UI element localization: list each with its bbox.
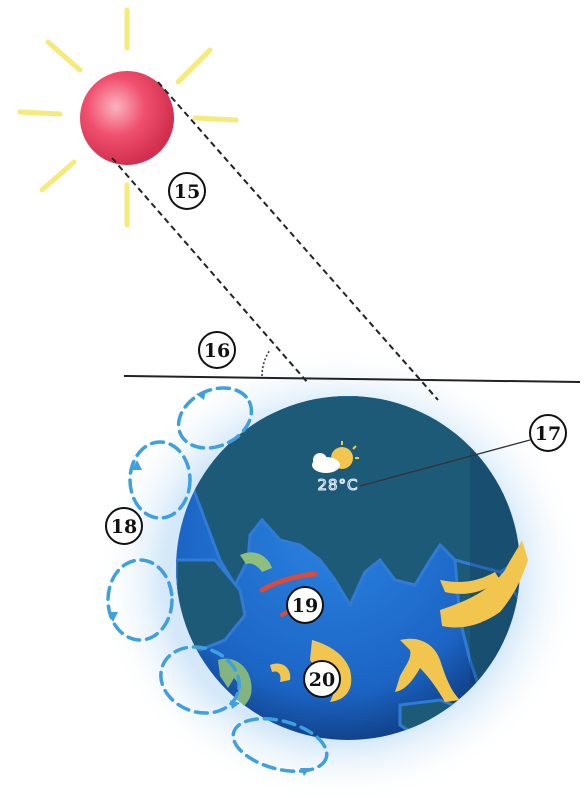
svg-text:17: 17 (535, 423, 561, 445)
temperature-label: 28°C (317, 476, 358, 494)
callout-19: 19 (286, 586, 324, 624)
sun-ray-lines (111, 81, 439, 401)
svg-text:16: 16 (204, 340, 230, 362)
warm-current-arrow-east (440, 572, 500, 594)
sun-icon (17, 7, 239, 228)
svg-text:20: 20 (309, 669, 335, 691)
warm-current-east (440, 540, 528, 628)
cool-current-west (218, 658, 252, 706)
warm-current-south (310, 640, 352, 702)
callout-15: 15 (168, 172, 206, 210)
red-current (259, 571, 318, 593)
svg-text:15: 15 (174, 181, 200, 203)
cool-current-arabia (240, 552, 272, 572)
warm-current-middle (395, 638, 460, 702)
callout-20: 20 (303, 660, 341, 698)
horizon-line (123, 375, 581, 383)
circulation-arrowheads (108, 390, 310, 776)
callout-17-leader (359, 439, 531, 487)
callout-18: 18 (105, 507, 143, 545)
svg-text:18: 18 (111, 516, 137, 538)
callout-16: 16 (198, 331, 236, 369)
warm-current-south-2 (270, 663, 291, 682)
sun-behind-cloud-icon (312, 441, 359, 473)
callout-17: 17 (529, 414, 567, 452)
svg-text:19: 19 (292, 595, 318, 617)
sun-angle-arc (261, 349, 271, 377)
ocean-currents (218, 540, 528, 706)
